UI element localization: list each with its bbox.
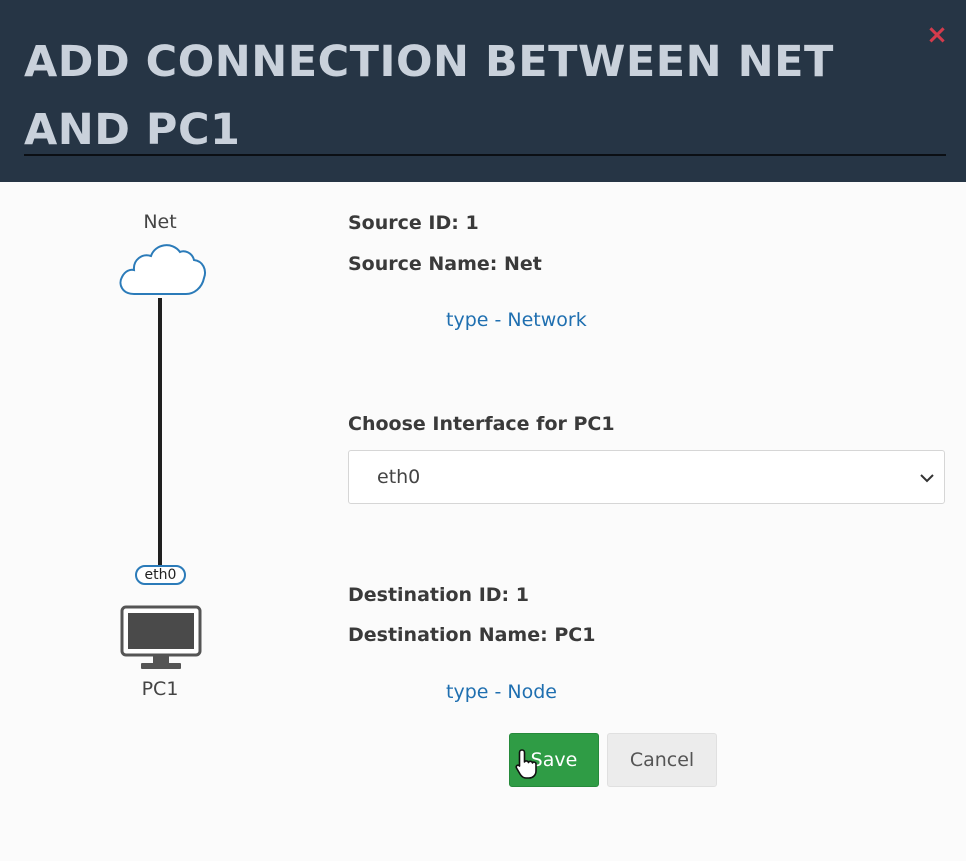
dialog-header: ADD CONNECTION BETWEEN NET AND PC1 × (0, 0, 966, 182)
interface-select[interactable]: eth0 (348, 450, 945, 504)
cancel-button[interactable]: Cancel (607, 733, 717, 787)
source-name: Source Name: Net (348, 253, 542, 275)
interface-label: Choose Interface for PC1 (348, 413, 615, 435)
chevron-down-icon (920, 474, 934, 483)
destination-name: Destination Name: PC1 (348, 624, 596, 646)
close-icon[interactable]: × (926, 20, 948, 50)
dialog-title: ADD CONNECTION BETWEEN NET AND PC1 (24, 37, 834, 155)
destination-id: Destination ID: 1 (348, 584, 529, 606)
interface-badge: eth0 (135, 565, 186, 585)
connection-line (158, 298, 162, 565)
interface-select-value: eth0 (377, 466, 421, 488)
destination-node-label: PC1 (141, 678, 179, 700)
source-type: type - Network (446, 309, 587, 331)
cloud-icon (119, 244, 206, 295)
destination-type: type - Node (446, 681, 557, 703)
monitor-icon (120, 605, 202, 669)
source-node-label: Net (143, 211, 177, 233)
save-button[interactable]: Save (509, 733, 599, 787)
header-divider (24, 154, 946, 156)
source-id: Source ID: 1 (348, 212, 479, 234)
